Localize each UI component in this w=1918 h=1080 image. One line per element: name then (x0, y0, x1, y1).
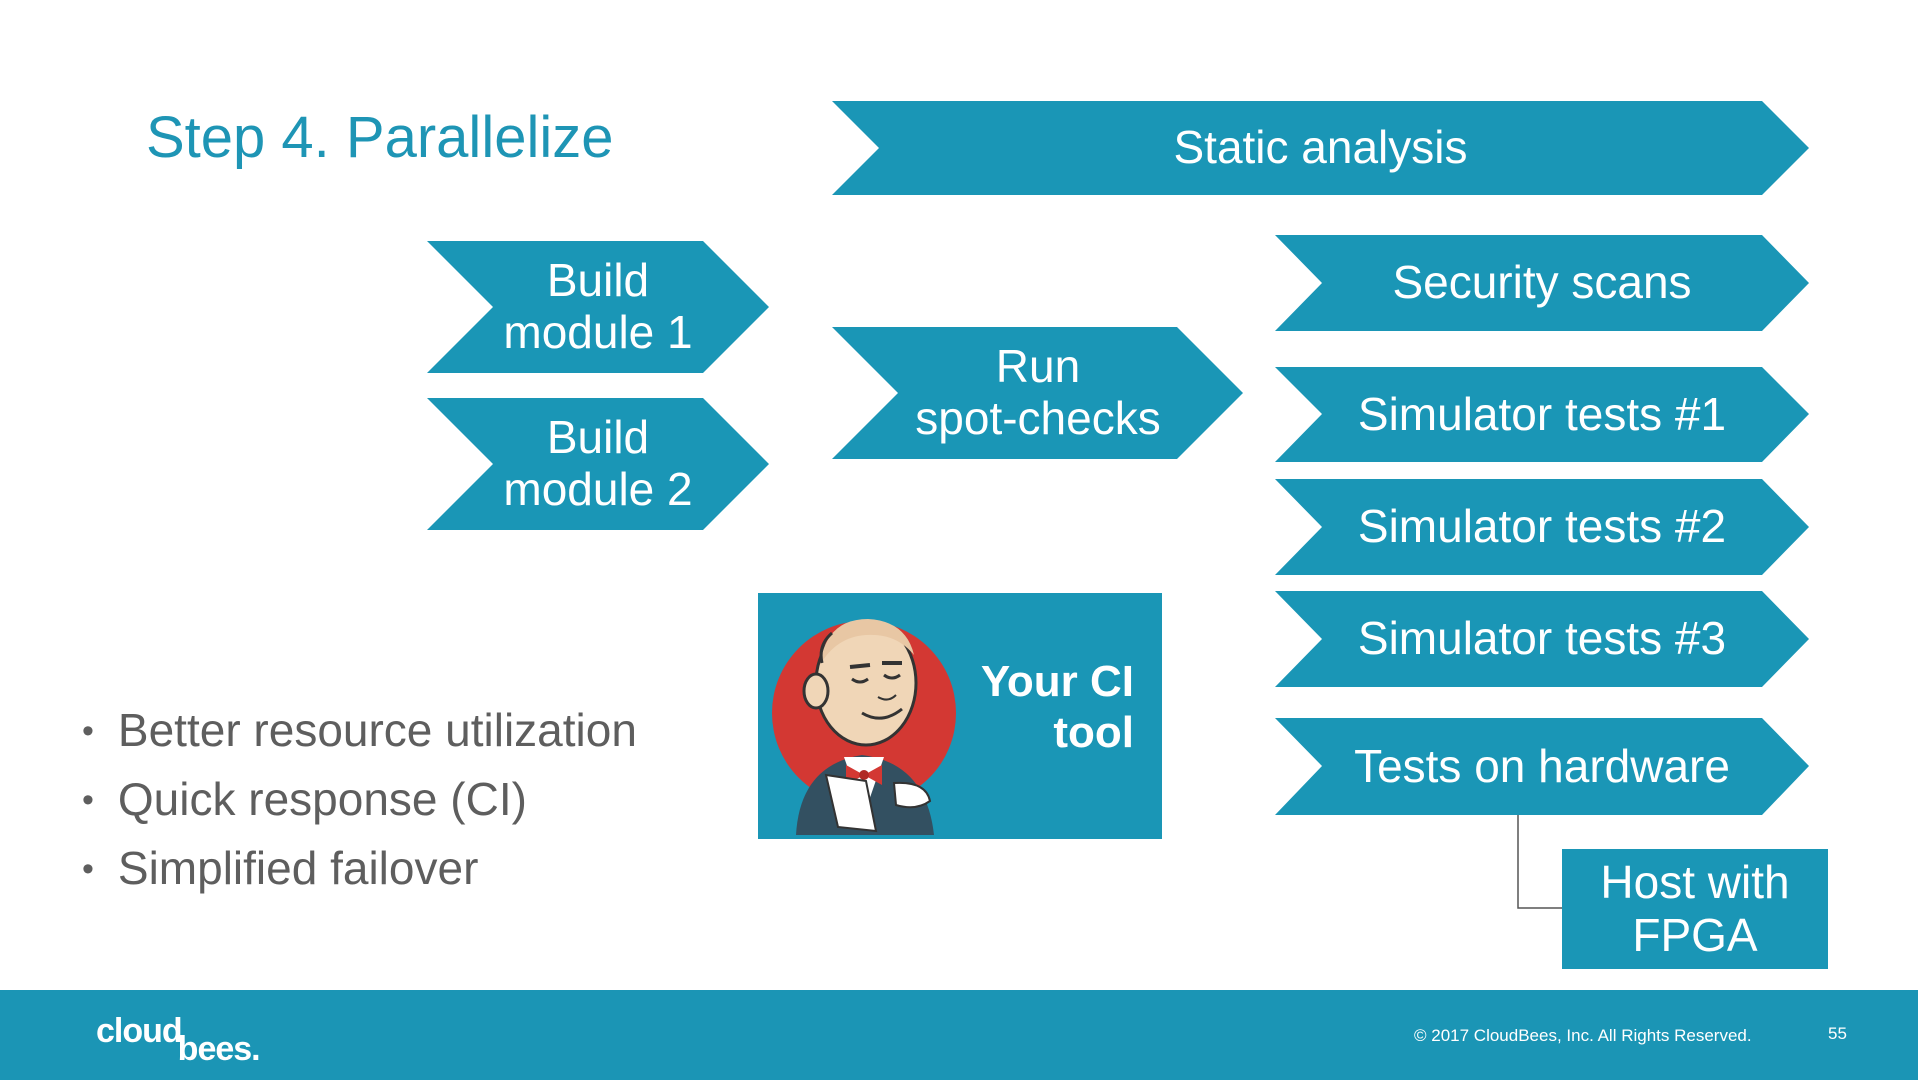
bullet-item: Better resource utilization (82, 700, 637, 769)
build-module-2-label: Build module 2 (503, 411, 693, 515)
logo-text-bees: bees. (177, 1030, 261, 1068)
page-number: 55 (1828, 1024, 1847, 1043)
security-scans-chevron (1275, 235, 1809, 331)
simulator-tests-3-label: Simulator tests #3 (1357, 612, 1727, 665)
tests-on-hardware-label: Tests on hardware (1354, 739, 1730, 792)
host-with-fpga-box: Host with FPGA (1562, 849, 1828, 969)
ci-tool-box: Your CI tool (758, 593, 1162, 839)
hardware-host-connector (1517, 815, 1562, 909)
simulator-tests-1-label: Simulator tests #1 (1357, 387, 1727, 440)
footer-bar: cloudbees. © 2017 CloudBees, Inc. All Ri… (0, 990, 1918, 1080)
logo-text-cloud: cloud (96, 1012, 183, 1050)
static-analysis-chevron (832, 101, 1809, 195)
simulator-tests-2-chevron (1275, 479, 1809, 575)
copyright-text: © 2017 CloudBees, Inc. All Rights Reserv… (1414, 1026, 1752, 1045)
run-spot-checks-chevron (832, 327, 1243, 459)
bullet-item: Quick response (CI) (82, 769, 637, 838)
simulator-tests-2-label: Simulator tests #2 (1357, 500, 1727, 553)
simulator-tests-3-chevron (1275, 591, 1809, 687)
ci-tool-label: Your CI tool (980, 657, 1134, 757)
simulator-tests-1-chevron (1275, 367, 1809, 462)
benefits-list: Better resource utilization Quick respon… (82, 700, 637, 907)
jenkins-butler-icon (772, 619, 956, 835)
build-module-1-label: Build module 1 (503, 254, 693, 358)
bullet-item: Simplified failover (82, 838, 637, 907)
cloudbees-logo: cloudbees. (96, 1012, 261, 1068)
security-scans-label: Security scans (1392, 256, 1692, 309)
run-spot-checks-label: Run spot-checks (915, 340, 1161, 444)
build-module-1-chevron (427, 241, 769, 373)
static-analysis-label: Static analysis (1173, 121, 1468, 174)
slide-title: Step 4. Parallelize (146, 105, 614, 170)
build-module-2-chevron (427, 398, 769, 530)
tests-on-hardware-chevron (1275, 718, 1809, 815)
